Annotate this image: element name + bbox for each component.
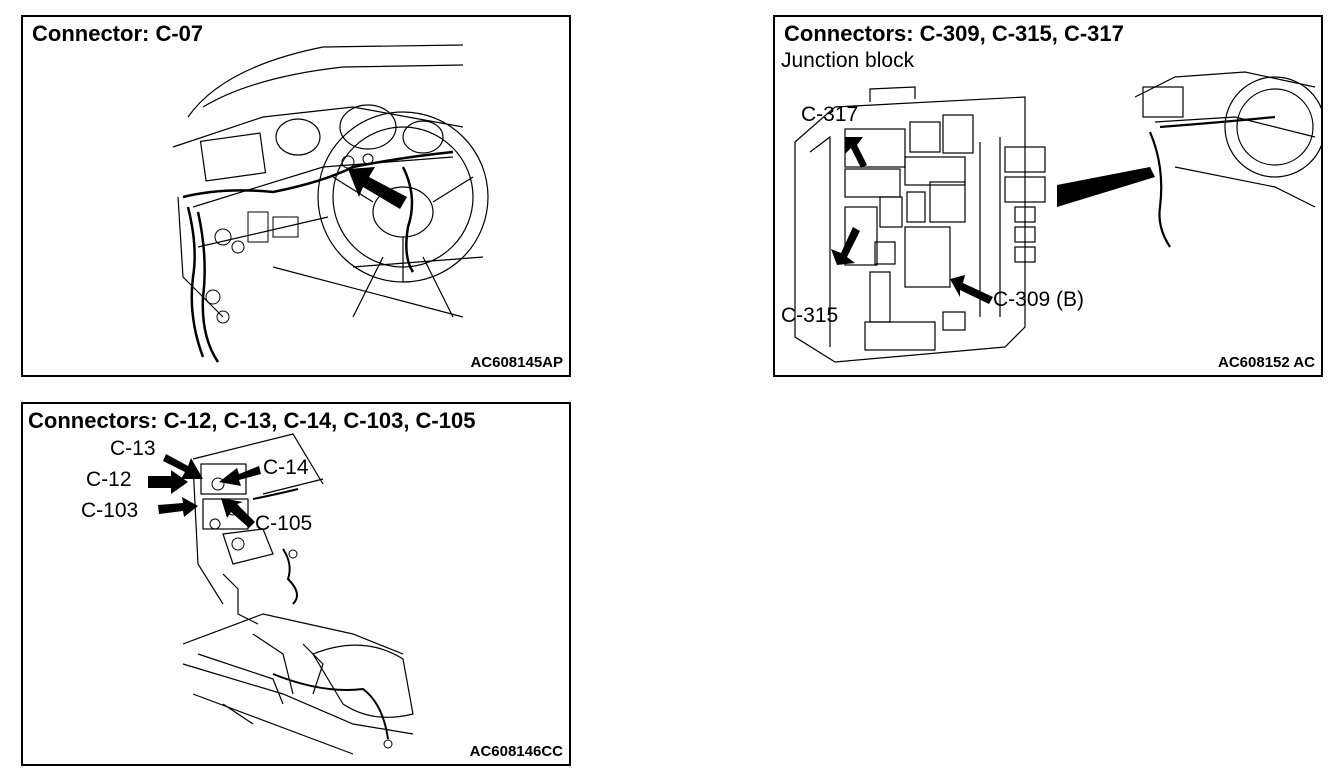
label-c315: C-315 bbox=[781, 304, 839, 327]
figure-code: AC608146CC bbox=[469, 743, 563, 760]
junction-block-illustration bbox=[794, 71, 1321, 363]
label-c13: C-13 bbox=[110, 437, 156, 460]
panel-connector-c07: Connector: C-07 AC608145AP bbox=[21, 15, 571, 377]
panel-title: Connectors: C-12, C-13, C-14, C-103, C-1… bbox=[28, 408, 476, 433]
label-c14: C-14 bbox=[263, 456, 309, 479]
label-c317: C-317 bbox=[801, 103, 859, 126]
label-c12: C-12 bbox=[86, 468, 132, 491]
figure-code: AC608145AP bbox=[470, 354, 563, 371]
panel-junction-block: Connectors: C-309, C-315, C-317 Junction… bbox=[773, 15, 1323, 377]
center-console-illustration bbox=[148, 433, 414, 755]
panel-title: Connector: C-07 bbox=[32, 21, 204, 46]
label-c103: C-103 bbox=[81, 499, 139, 522]
figure-code: AC608152 AC bbox=[1218, 354, 1315, 371]
panel-title: Connectors: C-309, C-315, C-317 bbox=[784, 21, 1124, 46]
label-c309: C-309 (B) bbox=[993, 288, 1085, 311]
dashboard-steering-illustration bbox=[172, 44, 489, 363]
label-c105: C-105 bbox=[255, 512, 313, 535]
panel-subtitle: Junction block bbox=[781, 49, 915, 72]
panel-console-connectors: Connectors: C-12, C-13, C-14, C-103, C-1… bbox=[21, 402, 571, 766]
